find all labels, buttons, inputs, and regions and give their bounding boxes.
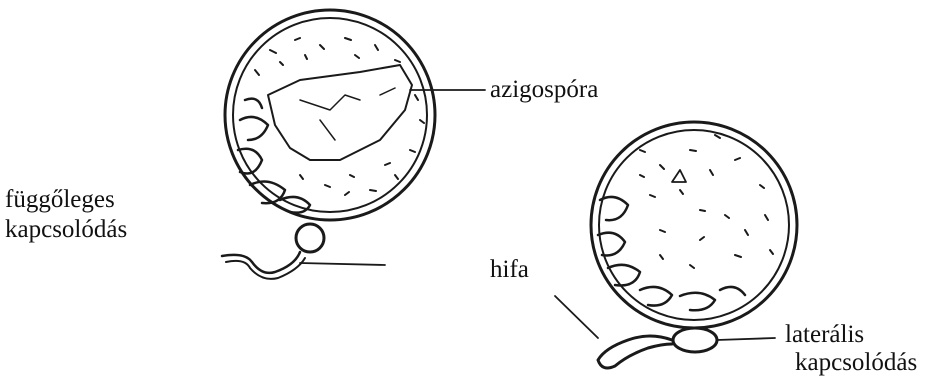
vertical-attachment-label-line1: függőleges — [5, 185, 115, 214]
vertical-leader-line — [300, 263, 385, 265]
right-spore-cells — [598, 197, 745, 310]
right-spore-suspensor — [673, 328, 717, 352]
left-hypha — [222, 252, 300, 273]
azigospora-label: azigospóra — [490, 75, 598, 104]
right-spore-triangle-mark — [672, 170, 686, 182]
lateral-attachment-label-line2: kapcsolódás — [795, 348, 917, 377]
vertical-attachment-label-line2: kapcsolódás — [5, 215, 127, 244]
hifa-label: hifa — [490, 255, 529, 284]
right-hypha — [598, 336, 672, 368]
left-spore-cells — [238, 99, 310, 213]
left-spore-suspensor — [296, 224, 324, 252]
left-spore-outer-wall — [225, 10, 435, 220]
left-spore — [222, 10, 435, 279]
right-spore-outer-wall — [591, 122, 797, 328]
hifa-leader-line — [555, 296, 598, 338]
left-spore-inner-body-detail — [300, 88, 395, 140]
lateral-leader-line — [717, 338, 775, 340]
lateral-attachment-label-line1: laterális — [785, 320, 864, 349]
left-spore-inner-body — [268, 65, 412, 160]
right-spore-speckles — [640, 135, 773, 268]
left-spore-inner-wall — [233, 18, 427, 212]
right-spore-inner-wall — [599, 130, 789, 320]
right-spore — [555, 122, 797, 368]
